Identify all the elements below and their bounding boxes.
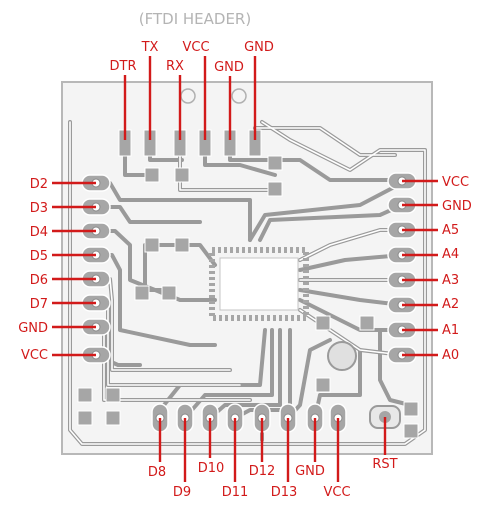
- left-label-gnd: GND: [18, 321, 48, 336]
- right-label-vcc: VCC: [442, 175, 469, 190]
- bottom-label-d13: D13: [271, 485, 298, 500]
- right-label-a5: A5: [442, 223, 459, 238]
- right-pin-labels: VCC GND A5 A4 A3 A2 A1 A0: [442, 175, 472, 363]
- bottom-label-d9: D9: [173, 485, 191, 500]
- left-label-vcc: VCC: [21, 348, 48, 363]
- mount-hole-right: [231, 88, 247, 104]
- ftdi-label-rx: RX: [166, 59, 184, 74]
- ftdi-label-gnd-2: GND: [244, 40, 274, 55]
- left-label-d4: D4: [30, 225, 48, 240]
- left-label-d7: D7: [30, 297, 48, 312]
- ftdi-label-gnd-1: GND: [214, 60, 244, 75]
- bottom-label-d12: D12: [249, 464, 276, 479]
- left-label-d3: D3: [30, 201, 48, 216]
- reset-label: RST: [372, 457, 397, 472]
- bottom-header-pads: [151, 403, 347, 433]
- left-pin-labels: D2 D3 D4 D5 D6 D7 GND VCC: [18, 177, 48, 363]
- microcontroller-ic: [209, 247, 309, 321]
- left-label-d6: D6: [30, 273, 48, 288]
- right-label-a2: A2: [442, 297, 459, 312]
- ftdi-label-vcc: VCC: [182, 40, 209, 55]
- bottom-pin-labels: D8 D9 D10 D11 D12 GND D13 VCC: [148, 461, 351, 500]
- right-label-a0: A0: [442, 348, 459, 363]
- ftdi-header-title: (FTDI HEADER): [139, 10, 251, 28]
- bottom-label-d11: D11: [222, 485, 249, 500]
- bottom-label-vcc: VCC: [323, 485, 350, 500]
- right-label-a4: A4: [442, 247, 459, 262]
- ftdi-label-dtr: DTR: [110, 59, 137, 74]
- resonator: [327, 341, 357, 371]
- left-label-d2: D2: [30, 177, 48, 192]
- right-label-a1: A1: [442, 323, 459, 338]
- bottom-label-d10: D10: [198, 461, 225, 476]
- right-label-a3: A3: [442, 273, 459, 288]
- ftdi-header-pads: [118, 129, 262, 157]
- ftdi-label-tx: TX: [141, 40, 159, 55]
- smd-pads: [77, 155, 419, 439]
- bottom-label-gnd: GND: [295, 464, 325, 479]
- bottom-label-d8: D8: [148, 465, 166, 480]
- left-label-d5: D5: [30, 249, 48, 264]
- ftdi-pin-labels: DTR TX RX VCC GND GND: [110, 40, 274, 75]
- right-label-gnd: GND: [442, 199, 472, 214]
- label-leader-lines: [52, 56, 438, 482]
